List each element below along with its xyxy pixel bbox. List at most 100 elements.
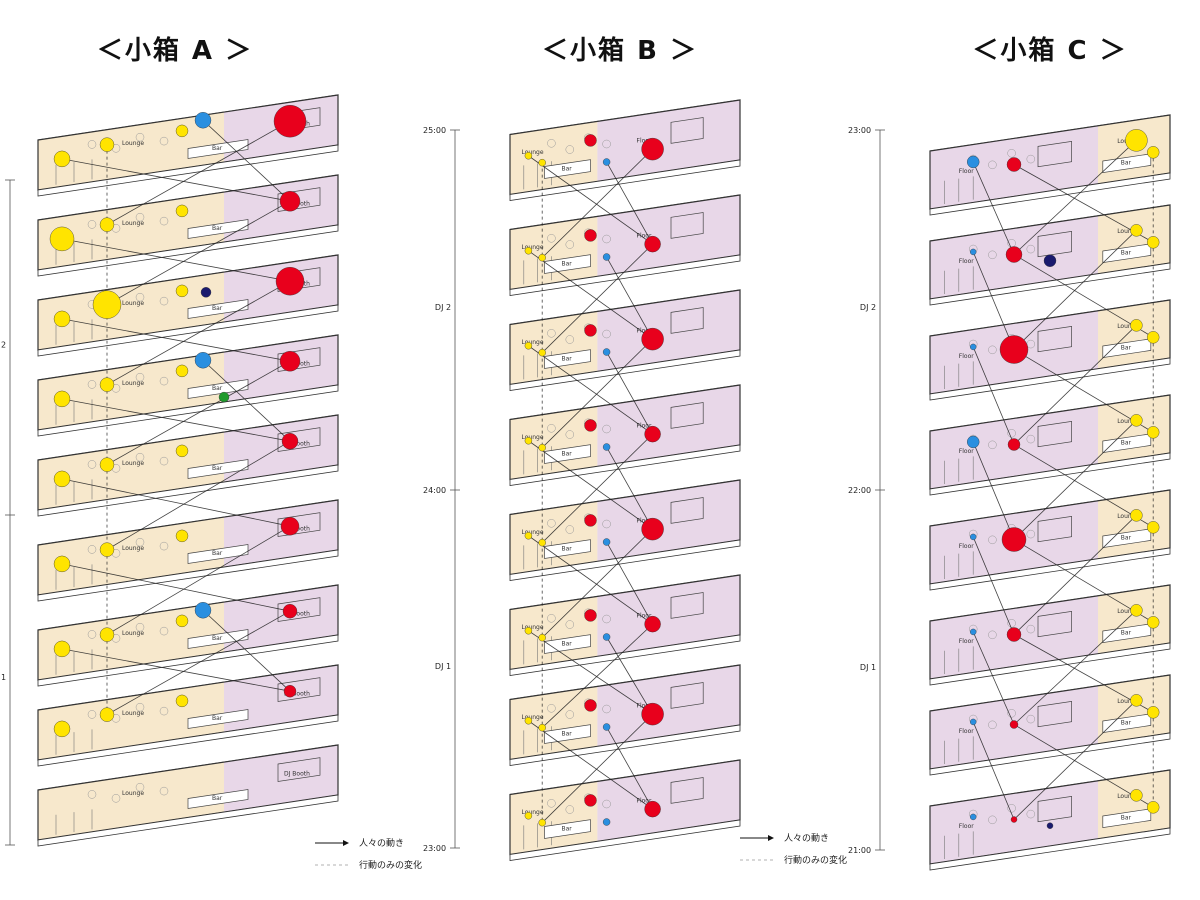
- floor-edge: [37, 224, 339, 277]
- lounge-zone: [1098, 490, 1170, 559]
- floor-edge: [37, 304, 339, 357]
- timeline-time-label: 22:00: [848, 486, 871, 495]
- table-mark: [159, 456, 169, 466]
- movement-line: [972, 251, 1015, 350]
- movement-lines: [61, 119, 1154, 823]
- lounge-label: Lounge: [522, 339, 544, 346]
- floor-edge: [509, 819, 741, 861]
- table-mark: [547, 234, 556, 243]
- lounge-crowd-dot: [1130, 319, 1143, 332]
- table-mark: [547, 424, 556, 433]
- table-mark: [565, 710, 575, 719]
- dj-crowd-dot: [641, 517, 664, 541]
- floor-label: Floor: [637, 798, 652, 805]
- bar-label: Bar: [212, 715, 223, 722]
- lounge-crowd-dot: [524, 627, 533, 635]
- floor-edge: [37, 714, 339, 767]
- bar-counter: [544, 444, 591, 464]
- movement-line: [1013, 349, 1154, 433]
- lounge-crowd-dot: [524, 152, 533, 160]
- bar-crowd-dot: [602, 253, 611, 261]
- lounge-label: Lounge: [1117, 608, 1139, 615]
- table-mark: [602, 704, 611, 714]
- dance-floor-zone: [224, 500, 338, 568]
- dance-floor-zone: [597, 575, 740, 657]
- dance-floor-zone: [597, 195, 740, 277]
- bar-label: Bar: [1121, 344, 1132, 351]
- dj-booth-box: [277, 757, 321, 782]
- table-mark: [1026, 809, 1036, 819]
- dj-period-label: DJ 2: [435, 303, 451, 312]
- lounge-crowd-dot: [53, 720, 71, 738]
- lounge-crowd-dot: [99, 627, 115, 642]
- floor-crowd-dot: [1001, 527, 1027, 552]
- dj-crowd-dot: [280, 517, 300, 536]
- movement-line: [528, 155, 653, 245]
- bar-crowd-dot: [970, 533, 977, 541]
- entrance-dot: [218, 391, 230, 403]
- movement-line: [106, 360, 291, 465]
- lounge-zone: [1098, 770, 1170, 839]
- table-mark: [87, 545, 97, 554]
- lounge-zone: [510, 406, 598, 480]
- lounge-label: Lounge: [122, 630, 144, 637]
- bar-label: Bar: [562, 730, 573, 737]
- movement-line: [606, 636, 653, 715]
- bar-counter: [187, 544, 249, 564]
- dj-crowd-dot: [283, 685, 297, 698]
- movement-line: [1013, 325, 1137, 445]
- movement-line: [972, 536, 1015, 635]
- table-mark: [1026, 244, 1036, 254]
- table-mark: [547, 799, 556, 808]
- table-mark: [1007, 429, 1016, 438]
- table-mark: [602, 234, 611, 244]
- dj-booth-box: [277, 512, 321, 537]
- floor-crowd-dot: [1010, 816, 1018, 823]
- bar-crowd-dot: [194, 602, 212, 619]
- lounge-crowd-dot: [53, 150, 71, 168]
- bar-crowd-dot: [967, 435, 980, 449]
- table-mark: [565, 620, 575, 629]
- bar-crowd-dot: [602, 818, 611, 826]
- table-mark: [1026, 714, 1036, 724]
- lounge-crowd-dot: [538, 723, 546, 732]
- table-mark: [135, 452, 145, 462]
- bar-label: Bar: [212, 550, 223, 557]
- table-mark: [988, 440, 997, 450]
- movement-line: [541, 243, 653, 353]
- lounge-label: Lounge: [122, 380, 144, 387]
- floor-label: Floor: [959, 728, 974, 735]
- table-mark: [87, 710, 97, 719]
- bar-crowd-dot: [602, 538, 611, 546]
- timeline-time-label: 25:00: [423, 126, 446, 135]
- movement-line: [1013, 539, 1154, 623]
- movement-line: [106, 120, 291, 225]
- bar-crowd-dot: [194, 112, 212, 129]
- table-mark: [988, 160, 997, 170]
- bar-counter: [187, 789, 249, 809]
- bar-label: Bar: [1121, 814, 1132, 821]
- lounge-crowd-dot: [175, 124, 189, 138]
- movement-line: [972, 631, 1015, 725]
- timeline-time-label: 23:00: [423, 844, 446, 853]
- lounge-label: Lounge: [122, 545, 144, 552]
- table-mark: [87, 630, 97, 639]
- movement-line: [1013, 634, 1154, 713]
- floor-edge: [37, 549, 339, 602]
- lounge-label: Lounge: [1117, 698, 1139, 705]
- lounge-zone: [1098, 585, 1170, 654]
- bar-label: Bar: [212, 465, 223, 472]
- floor-label: Floor: [959, 168, 974, 175]
- movement-line: [1013, 724, 1154, 808]
- lounge-label: Lounge: [522, 434, 544, 441]
- table-mark: [159, 786, 169, 796]
- bar-crowd-dot: [602, 723, 611, 731]
- movement-line: [202, 359, 291, 442]
- table-mark: [87, 220, 97, 229]
- lounge-crowd-dot: [53, 640, 71, 658]
- dj-booth-box: [277, 597, 321, 622]
- lounge-crowd-dot: [49, 226, 75, 252]
- floor-crowd-dot: [584, 514, 597, 527]
